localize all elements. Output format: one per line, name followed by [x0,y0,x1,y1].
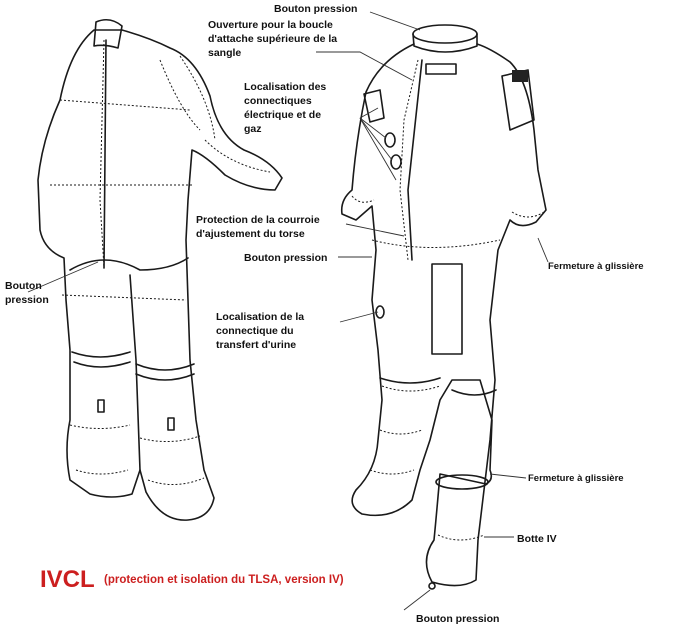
label-snap-mid: Bouton pression [244,252,328,264]
caption-subtitle: (protection et isolation du TLSA, versio… [104,574,344,586]
leader-lines [27,11,549,611]
label-zip-arm: Fermeture à glissière [548,261,644,272]
label-urine: Localisation de la connectique du transf… [216,311,305,351]
label-connectors: Localisation des connectiques électrique… [244,81,327,135]
front-view-suit [340,24,547,590]
label-boot: Botte IV [517,533,557,545]
label-snap-neck: Bouton pression [274,3,358,15]
label-zip-boot: Fermeture à glissière [528,473,624,484]
label-snap-boot: Bouton pression [416,613,500,625]
label-torso-strap: Protection de la courroie d'ajustement d… [196,214,320,240]
back-view-suit [37,18,283,521]
label-snap-back: Bouton pression [5,280,49,306]
label-strap-opening: Ouverture pour la boucle d'attache supér… [208,19,338,59]
caption-title: IVCL [40,566,95,593]
